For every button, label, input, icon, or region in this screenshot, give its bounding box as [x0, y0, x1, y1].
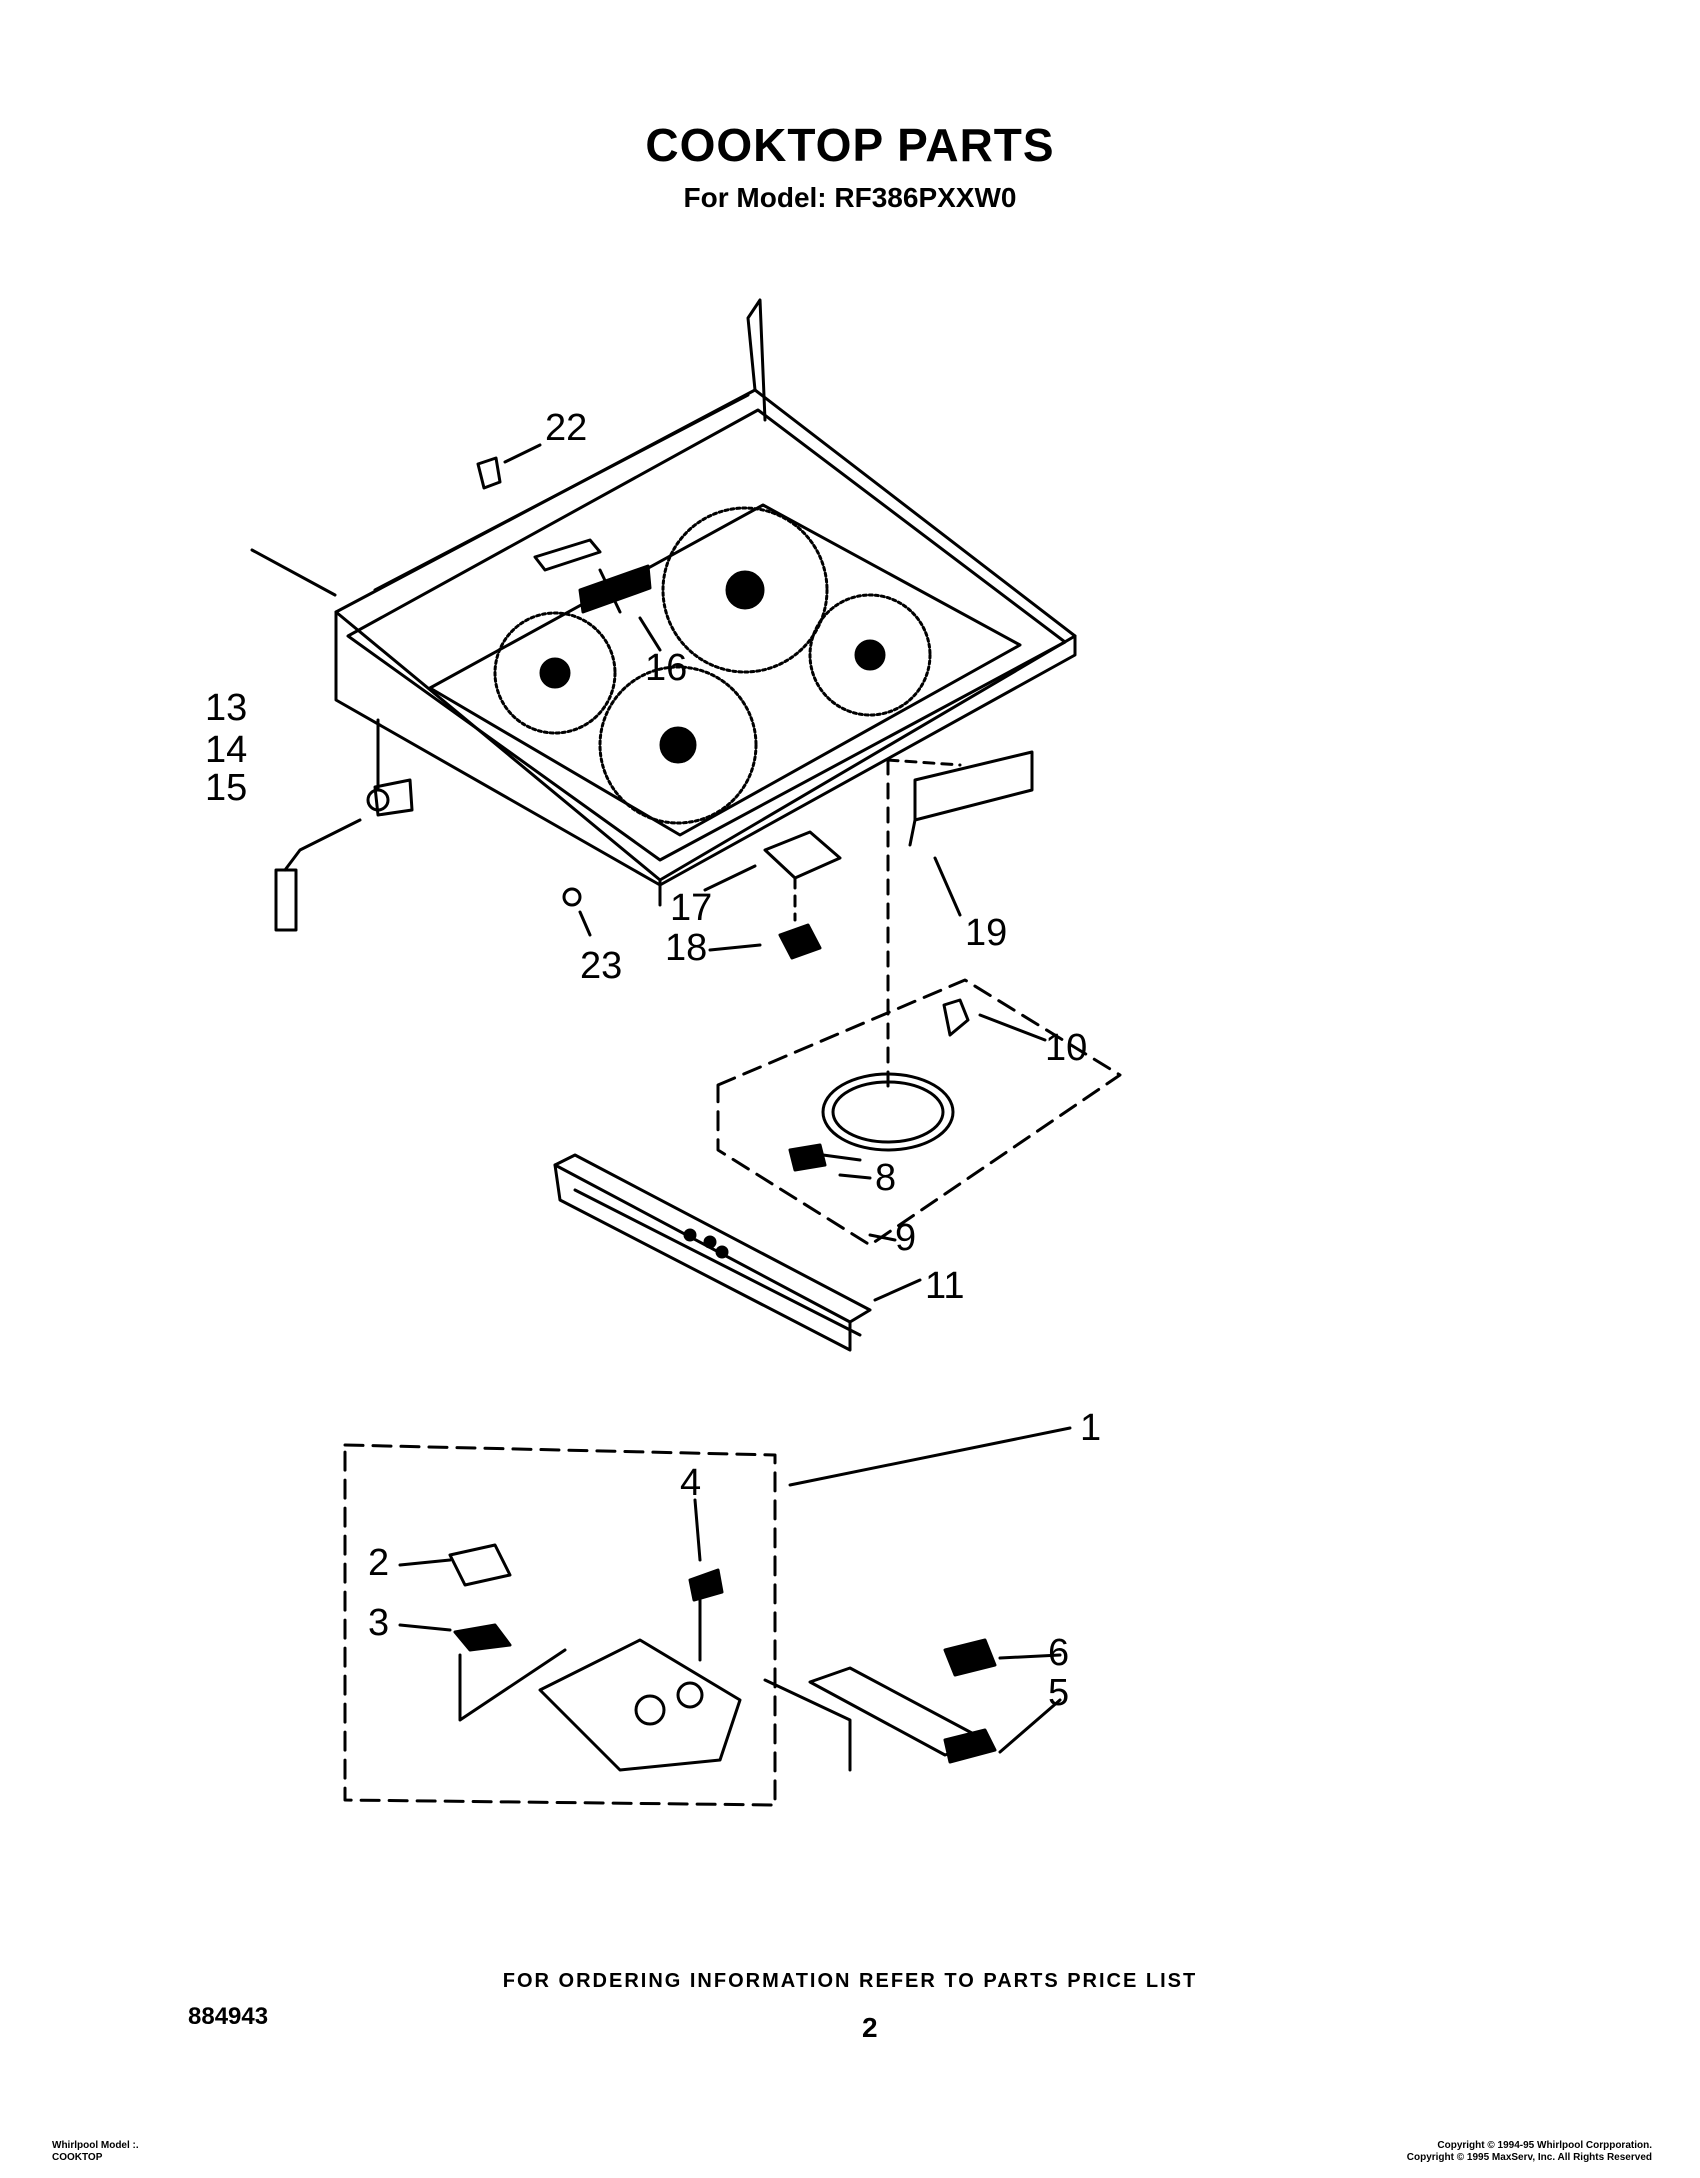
footer-model-line: Whirlpool Model :.: [52, 2140, 139, 2151]
page-title: COOKTOP PARTS: [645, 119, 1055, 171]
callout-17: 17: [670, 887, 712, 929]
part-19-panel: [886, 750, 1034, 917]
callout-23: 23: [580, 945, 622, 987]
callout-2: 2: [368, 1542, 389, 1584]
callout-19: 19: [965, 912, 1007, 954]
callout-labels: 1 2 3 4 5 6 8 9 10 11 13 14 15 16 17 18 …: [205, 407, 1101, 1714]
callout-3: 3: [368, 1602, 389, 1644]
callout-14: 14: [205, 729, 247, 771]
callout-10: 10: [1045, 1027, 1087, 1069]
callout-22: 22: [545, 407, 587, 449]
part-14-15-terminal: [250, 548, 414, 932]
part-16-vent: [533, 538, 662, 652]
footer-section-line: COOKTOP: [52, 2152, 103, 2163]
callout-16: 16: [645, 647, 687, 689]
radiant-elements: [493, 506, 932, 825]
callout-13: 13: [205, 687, 247, 729]
callout-15: 15: [205, 767, 247, 809]
copyright-line-1: Copyright © 1994-95 Whirlpool Corpporati…: [1437, 2140, 1652, 2151]
callout-8: 8: [875, 1157, 896, 1199]
copyright-line-2: Copyright © 1995 MaxServ, Inc. All Right…: [1406, 2152, 1652, 2163]
callout-9: 9: [895, 1217, 916, 1259]
part-22-clip: [476, 443, 542, 490]
callout-18: 18: [665, 927, 707, 969]
ordering-note: FOR ORDERING INFORMATION REFER TO PARTS …: [502, 1970, 1198, 1992]
callout-4: 4: [680, 1462, 701, 1504]
part-5-6-shaft: [763, 1638, 1062, 1772]
callout-11: 11: [925, 1265, 964, 1307]
part-17-18-bracket: [703, 830, 842, 960]
part-9-element-group: [716, 978, 1122, 1247]
cooktop-top-assembly: [334, 298, 1077, 907]
callout-5: 5: [1048, 1672, 1069, 1714]
part-23-screw: [562, 887, 592, 937]
part-11-rail: [553, 1153, 922, 1352]
page-number: 2: [862, 2012, 878, 2043]
callout-6: 6: [1048, 1632, 1069, 1674]
callout-1: 1: [1080, 1407, 1101, 1449]
model-subtitle: For Model: RF386PXXW0: [683, 182, 1017, 213]
part-1-switch-assembly: [343, 1426, 1072, 1807]
document-number: 884943: [188, 2003, 269, 2030]
footer-copyright: Copyright © 1994-95 Whirlpool Corpporati…: [1407, 2140, 1652, 2164]
footer-left: Whirlpool Model :. COOKTOP: [52, 2140, 139, 2164]
